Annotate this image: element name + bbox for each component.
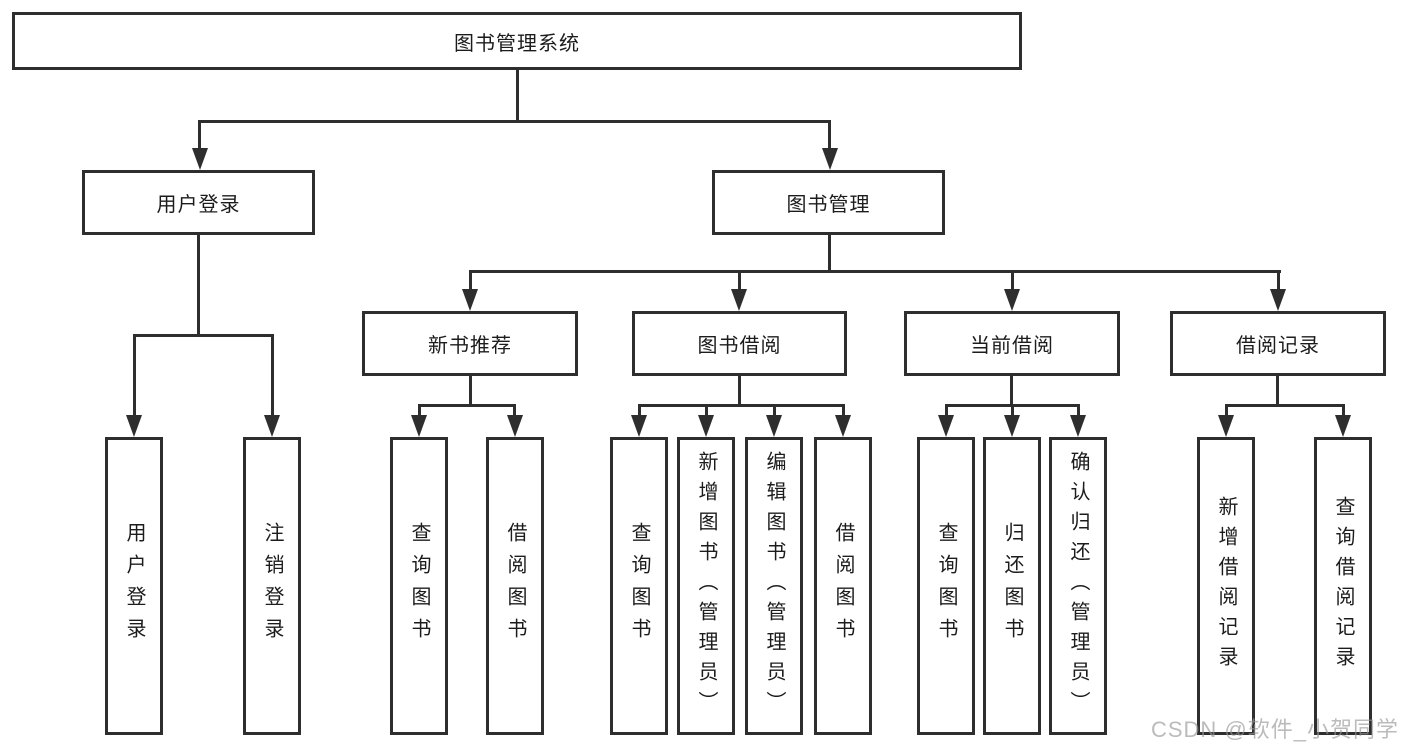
arrow-down-icon [264, 415, 280, 437]
connector-line [1342, 404, 1345, 418]
connector-line [945, 404, 948, 418]
node-label: 查询图书 [628, 522, 650, 650]
node-label: 用户登录 [156, 194, 241, 216]
leaf-query-books-1: 查询图书 [390, 437, 448, 735]
node-label: 确认归还（管理员） [1067, 451, 1089, 721]
node-label: 新增图书（管理员） [695, 451, 717, 721]
node-label: 用户登录 [123, 522, 145, 650]
node-label: 借阅记录 [1236, 335, 1320, 357]
arrow-down-icon [1070, 415, 1086, 437]
leaf-logout: 注销登录 [243, 437, 301, 735]
node-label: 新增借阅记录 [1215, 496, 1237, 676]
arrow-down-icon [1004, 289, 1020, 311]
connector-line [773, 404, 776, 418]
leaf-query-books-2: 查询图书 [610, 437, 668, 735]
arrow-down-icon [1270, 289, 1286, 311]
node-new-book-recommend: 新书推荐 [362, 311, 578, 376]
arrow-down-icon [631, 415, 647, 437]
connector-line [1225, 404, 1228, 418]
connector-line [1277, 270, 1280, 290]
leaf-user-login: 用户登录 [105, 437, 163, 735]
connector-line [842, 404, 845, 418]
connector-line [828, 234, 831, 273]
arrow-down-icon [411, 415, 427, 437]
connector-line [469, 375, 472, 407]
leaf-return-books: 归还图书 [983, 437, 1041, 735]
arrow-down-icon [462, 289, 478, 311]
connector-line [271, 334, 274, 417]
node-label: 图书借阅 [697, 335, 782, 357]
leaf-query-books-3: 查询图书 [917, 437, 975, 735]
connector-line [133, 334, 274, 337]
leaf-query-borrow-record: 查询借阅记录 [1314, 437, 1372, 735]
node-label: 归还图书 [1001, 522, 1023, 650]
node-label: 图书管理 [786, 194, 871, 216]
arrow-down-icon [731, 289, 747, 311]
connector-line [418, 404, 421, 418]
arrow-down-icon [822, 148, 838, 170]
arrow-down-icon [698, 415, 714, 437]
node-label: 当前借阅 [970, 335, 1054, 357]
arrow-down-icon [192, 148, 208, 170]
leaf-edit-books-admin: 编辑图书（管理员） [745, 437, 803, 735]
connector-line [133, 334, 136, 417]
arrow-down-icon [126, 415, 142, 437]
connector-line [197, 234, 200, 337]
node-user-login: 用户登录 [82, 170, 315, 235]
arrow-down-icon [835, 415, 851, 437]
node-library-management-system: 图书管理系统 [12, 12, 1022, 70]
connector-line [1276, 375, 1279, 407]
connector-line [418, 404, 516, 407]
connector-line [513, 404, 516, 418]
arrow-down-icon [1004, 415, 1020, 437]
connector-line [638, 404, 641, 418]
connector-line [738, 375, 741, 407]
node-label: 新书推荐 [428, 335, 512, 357]
arrow-down-icon [1335, 415, 1351, 437]
arrow-down-icon [766, 415, 782, 437]
connector-line [738, 270, 741, 290]
connector-line [198, 120, 831, 123]
csdn-watermark: CSDN @软件_小贺同学 [1150, 717, 1399, 742]
arrow-down-icon [1218, 415, 1234, 437]
arrow-down-icon [938, 415, 954, 437]
node-borrow-record: 借阅记录 [1170, 311, 1386, 376]
node-label: 编辑图书（管理员） [763, 451, 785, 721]
node-label: 查询借阅记录 [1332, 496, 1354, 676]
connector-line [705, 404, 708, 418]
connector-line [638, 404, 845, 407]
connector-line [469, 270, 472, 290]
connector-line [516, 69, 519, 123]
node-label: 图书管理系统 [454, 32, 580, 55]
node-label: 借阅图书 [832, 522, 854, 650]
leaf-add-borrow-record: 新增借阅记录 [1197, 437, 1255, 735]
connector-line [1225, 404, 1345, 407]
connector-line [1010, 375, 1013, 407]
connector-line [469, 270, 1281, 273]
arrow-down-icon [507, 415, 523, 437]
connector-line [1077, 404, 1080, 418]
connector-line [1011, 270, 1014, 290]
node-label: 查询图书 [935, 522, 957, 650]
node-label: 注销登录 [261, 522, 283, 650]
leaf-borrow-books-1: 借阅图书 [486, 437, 544, 735]
node-book-management: 图书管理 [712, 170, 945, 235]
node-label: 借阅图书 [504, 522, 526, 650]
connector-line [1011, 404, 1014, 418]
leaf-add-books-admin: 新增图书（管理员） [677, 437, 735, 735]
node-current-borrow: 当前借阅 [904, 311, 1120, 376]
node-label: 查询图书 [408, 522, 430, 650]
connector-line [828, 120, 831, 150]
connector-line [198, 120, 201, 150]
leaf-confirm-return-admin: 确认归还（管理员） [1049, 437, 1107, 735]
node-book-borrow: 图书借阅 [632, 311, 847, 376]
leaf-borrow-books-2: 借阅图书 [814, 437, 872, 735]
